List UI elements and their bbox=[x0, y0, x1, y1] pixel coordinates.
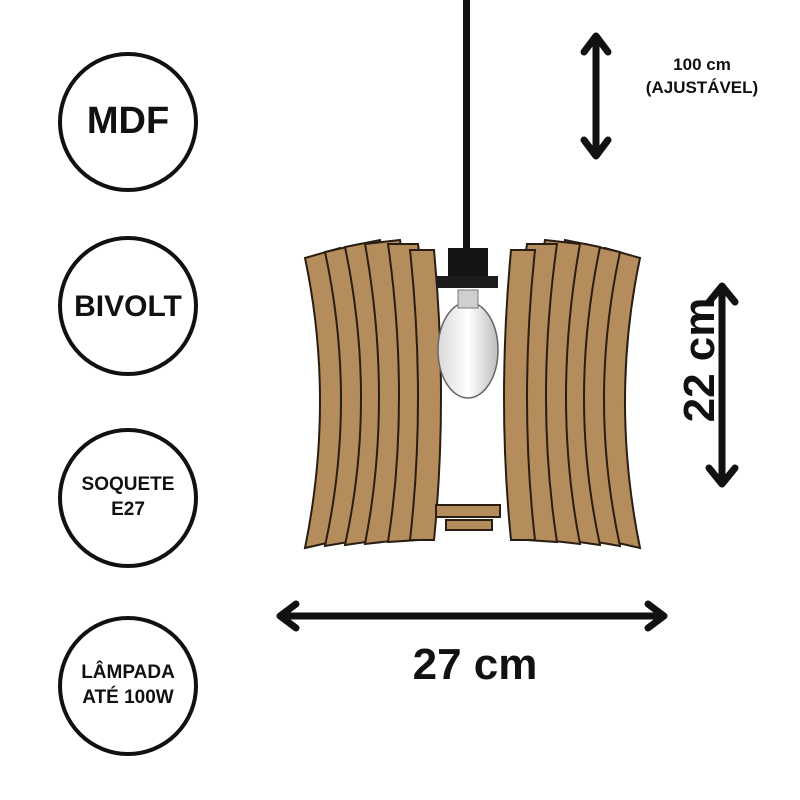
badge-text: ATÉ 100W bbox=[82, 687, 174, 708]
power-cord bbox=[463, 0, 470, 250]
lamp-socket bbox=[436, 248, 498, 288]
badge-text: E27 bbox=[111, 499, 145, 520]
feature-badge-bulb: LÂMPADA ATÉ 100W bbox=[58, 616, 198, 756]
double-arrow-vertical-icon bbox=[580, 32, 612, 160]
badge-text: SOQUETE bbox=[81, 474, 175, 496]
double-arrow-horizontal-icon bbox=[276, 600, 668, 632]
lamp-frame-center bbox=[435, 504, 501, 531]
height-label: 22 cm bbox=[675, 297, 724, 423]
lamp-slats-left bbox=[303, 238, 442, 550]
lamp-bulb bbox=[437, 289, 499, 399]
badge-text: MDF bbox=[86, 100, 170, 143]
feature-badge-socket: SOQUETE E27 bbox=[58, 428, 198, 568]
badge-text: LÂMPADA bbox=[81, 662, 175, 684]
feature-badge-material: MDF bbox=[58, 52, 198, 192]
cord-length-label: 100 cm (AJUSTÁVEL) bbox=[622, 54, 782, 100]
lamp-slats-right bbox=[503, 238, 642, 550]
badge-text: BIVOLT bbox=[74, 289, 182, 323]
feature-badge-voltage: BIVOLT bbox=[58, 236, 198, 376]
width-label: 27 cm bbox=[412, 640, 538, 689]
cord-length-note: (AJUSTÁVEL) bbox=[645, 77, 759, 97]
cord-length-value: 100 cm bbox=[673, 55, 731, 74]
double-arrow-vertical-icon bbox=[705, 282, 739, 488]
